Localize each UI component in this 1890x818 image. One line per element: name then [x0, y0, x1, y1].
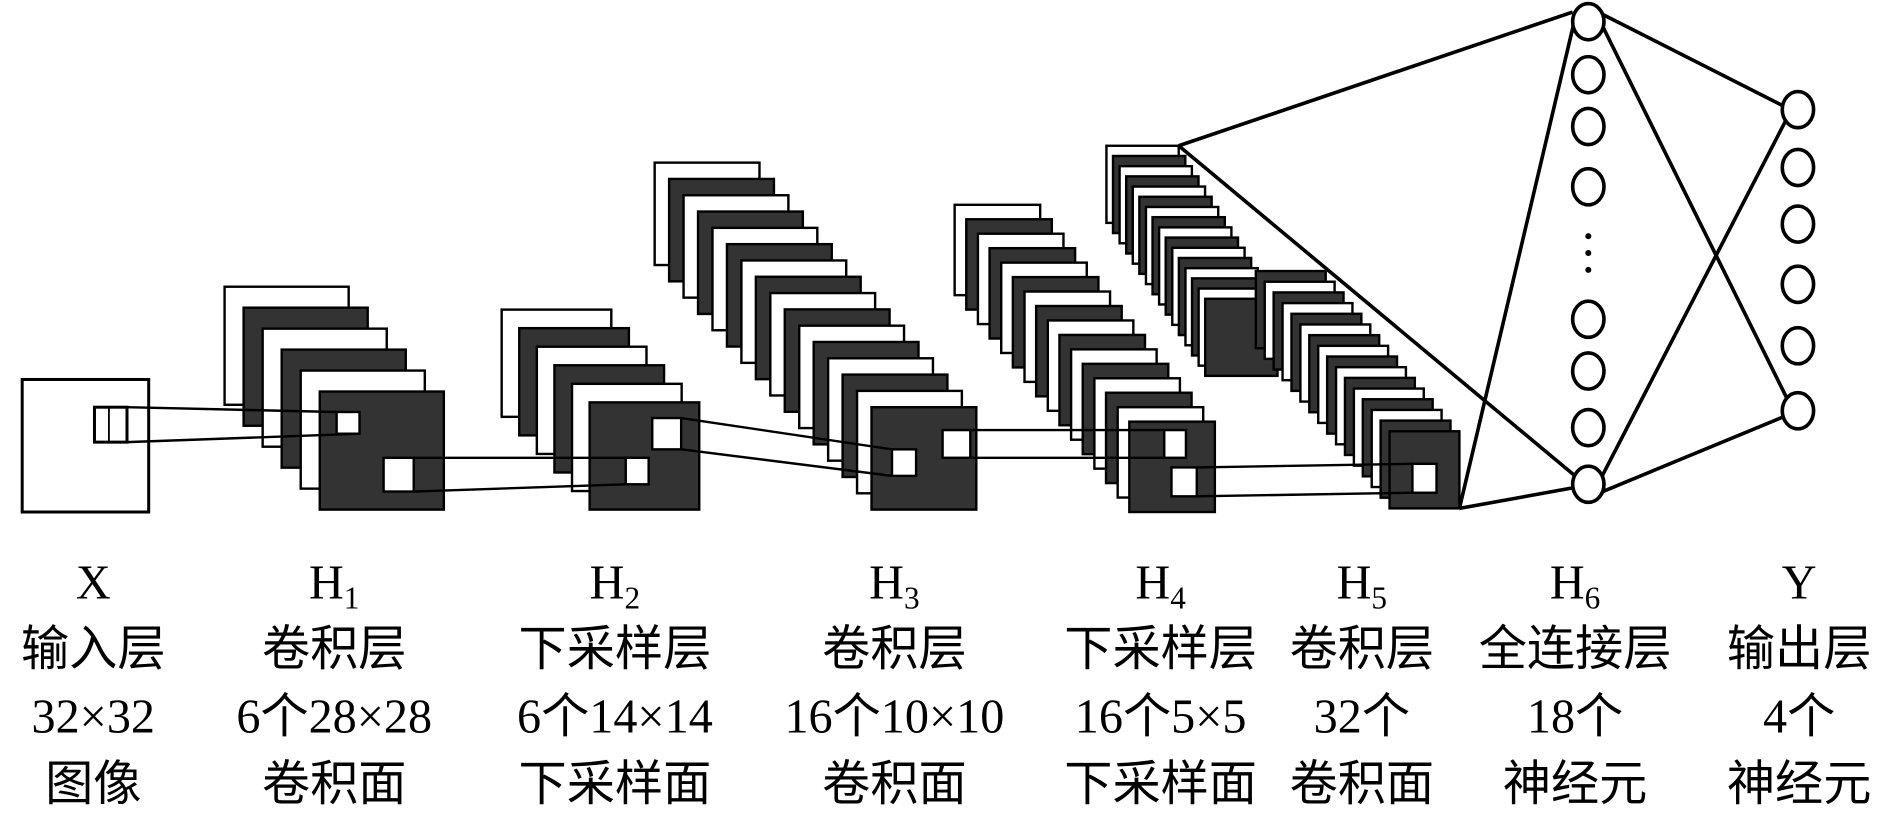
- layer-desc: 神经元: [1503, 758, 1648, 811]
- conv-connection: [413, 483, 626, 493]
- layer-label-4: H4 下采样层 16个5×5 下采样面: [1064, 557, 1257, 811]
- input-receptive-field: [92, 405, 129, 444]
- conv-connection: [1196, 462, 1413, 469]
- layer-id: H5: [1337, 557, 1387, 616]
- output-connection: [1598, 20, 1792, 405]
- layer-size: 6个14×14: [517, 690, 713, 743]
- fc-connection: [1457, 17, 1577, 509]
- layer-name: 卷积层: [262, 623, 407, 676]
- layer-label-3: H3 卷积层 16个10×10 卷积面: [784, 557, 1004, 811]
- connections: [126, 10, 1792, 511]
- receptive-square: [890, 448, 918, 478]
- hidden-neuron: [1570, 106, 1606, 147]
- receptive-square: [335, 410, 361, 435]
- layer-name: 全连接层: [1479, 623, 1672, 676]
- layer-size: 32×32: [32, 690, 156, 743]
- layer-size: 16个10×10: [784, 690, 1004, 743]
- layer-id: H3: [869, 557, 919, 616]
- conv-connection: [1196, 491, 1413, 498]
- layer-1-stack: [223, 285, 446, 511]
- hidden-neuron: [1570, 407, 1606, 448]
- layer-id: H1: [309, 557, 359, 616]
- output-neuron: [1780, 325, 1816, 366]
- hidden-neuron: [1570, 54, 1606, 95]
- layer-desc: 神经元: [1727, 758, 1872, 811]
- feature-maps: [20, 144, 1461, 514]
- output-connection: [1598, 114, 1790, 481]
- layer-desc: 图像: [45, 758, 141, 811]
- layer-size: 18个: [1527, 690, 1623, 743]
- layer-2-stack: [500, 308, 701, 511]
- layer-size: 32个: [1314, 690, 1410, 743]
- hidden-neuron: [1570, 1, 1606, 42]
- conv-connection: [126, 432, 360, 444]
- fc-connection: [1177, 144, 1577, 478]
- output-neuron: [1780, 89, 1816, 130]
- layer-3-stack: [653, 161, 978, 511]
- receptive-square: [1170, 466, 1198, 498]
- receptive-square: [382, 456, 415, 493]
- output-neuron: [1780, 390, 1816, 431]
- layer-label-1: H1 卷积层 6个28×28 卷积面: [236, 557, 432, 811]
- layer-desc: 卷积面: [1290, 758, 1435, 811]
- output-neuron: [1780, 204, 1816, 244]
- layer-id: H4: [1135, 557, 1186, 616]
- hidden-neuron: [1570, 299, 1606, 340]
- conv-connection: [126, 405, 337, 414]
- layer-size: 4个: [1763, 690, 1835, 743]
- receptive-square: [941, 428, 972, 459]
- fc-connection: [1178, 10, 1574, 148]
- output-neuron: [1780, 264, 1816, 305]
- layer-labels: X 输入层 32×32 图像 H1 卷积层 6个28×28 卷积面 H2 下采样层 6个14×14 下…: [21, 557, 1871, 811]
- hidden-neuron: [1570, 166, 1606, 207]
- layer-id: X: [76, 557, 111, 610]
- layer-label-0: X 输入层 32×32 图像: [21, 557, 166, 811]
- layer-name: 下采样层: [519, 623, 712, 676]
- layer-label-2: H2 下采样层 6个14×14 下采样面: [517, 557, 713, 811]
- conv-connection: [681, 448, 893, 478]
- layer-desc: 下采样面: [1064, 758, 1257, 811]
- layer-name: 卷积层: [1290, 623, 1435, 676]
- neurons: [1570, 1, 1816, 505]
- layer-desc: 下采样面: [519, 758, 712, 811]
- layer-name: 卷积层: [822, 623, 967, 676]
- layer-id: H2: [590, 557, 640, 616]
- receptive-square: [1411, 462, 1438, 494]
- hidden-neuron: [1570, 351, 1606, 391]
- layer-desc: 卷积面: [262, 758, 407, 811]
- layer-id: H6: [1550, 557, 1600, 616]
- layer-5-stack: [1254, 269, 1461, 510]
- layer-size: 16个5×5: [1075, 690, 1247, 743]
- ellipsis-dot: [1585, 233, 1592, 240]
- input-image: [20, 377, 151, 514]
- layer-name: 输出层: [1727, 623, 1872, 676]
- layer-id: Y: [1782, 557, 1817, 610]
- output-connection: [1602, 415, 1785, 494]
- receptive-square: [1163, 428, 1188, 459]
- fc-connection: [1459, 486, 1573, 511]
- layer-desc: 卷积面: [822, 758, 967, 811]
- ellipsis-dot: [1585, 266, 1592, 273]
- output-neuron: [1780, 147, 1816, 188]
- receptive-square: [651, 416, 683, 451]
- receptive-square: [624, 456, 650, 486]
- conv-connection: [680, 416, 893, 451]
- layer-name: 下采样层: [1064, 623, 1257, 676]
- ellipsis-dot: [1585, 249, 1592, 257]
- layer-5-stack: [1105, 144, 1279, 378]
- layer-name: 输入层: [21, 623, 166, 676]
- layer-size: 6个28×28: [236, 690, 432, 743]
- hidden-neuron: [1570, 464, 1606, 505]
- output-connection: [1601, 12, 1785, 108]
